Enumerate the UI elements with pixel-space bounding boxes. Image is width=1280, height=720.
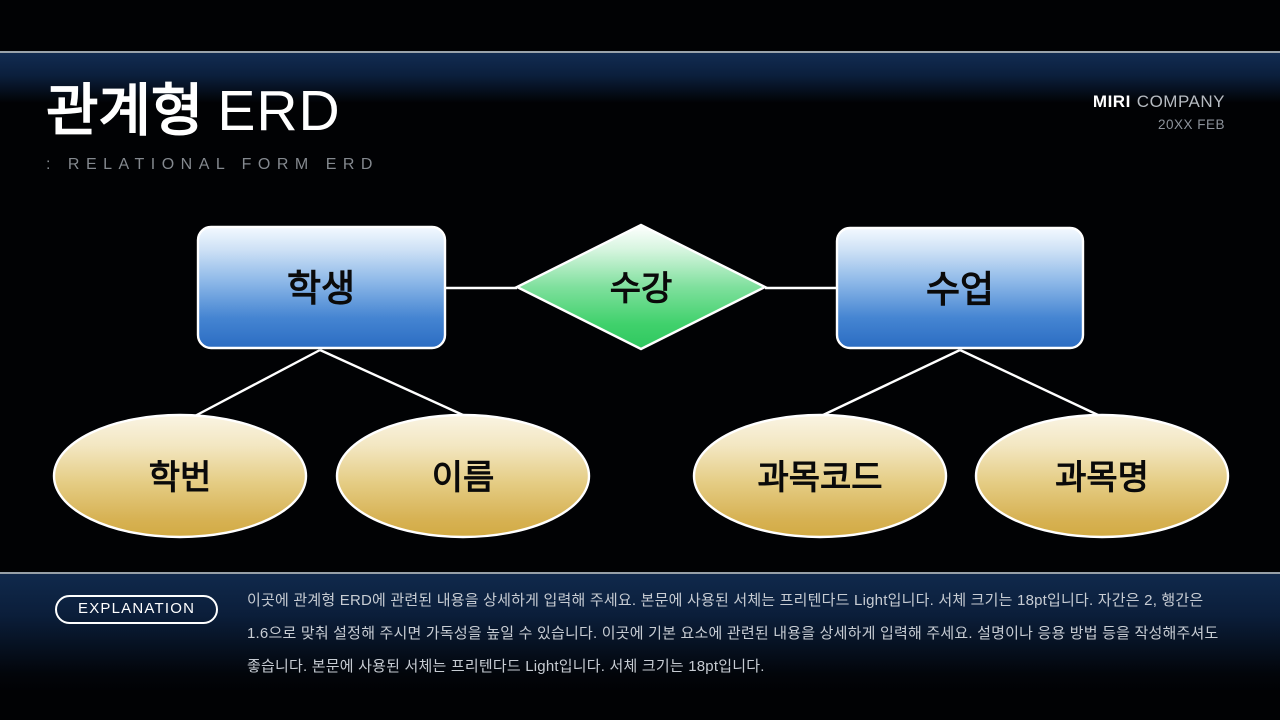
header-gradient-band: [0, 53, 1280, 103]
explanation-line-1: 이곳에 관계형 ERD에 관련된 내용을 상세하게 입력해 주세요. 본문에 사…: [247, 592, 1204, 609]
bottom-divider-line: [0, 572, 1280, 574]
attribute-code-ellipse: [692, 413, 948, 539]
company-block: MIRI COMPANY 20XX FEB: [1093, 92, 1225, 132]
company-name: MIRI COMPANY: [1093, 92, 1225, 112]
slide-date: 20XX FEB: [1157, 117, 1225, 132]
attribute-id-ellipse: [52, 413, 308, 539]
entity-student-box: [196, 225, 447, 350]
attribute-coursename-ellipse: [974, 413, 1230, 539]
explanation-text: 이곳에 관계형 ERD에 관련된 내용을 상세하게 입력해 주세요. 본문에 사…: [247, 584, 1257, 683]
entity-class-label: 수업: [926, 269, 994, 310]
title-korean: 관계형: [46, 79, 204, 143]
line-class-to-code: [820, 348, 961, 418]
attribute-id-label: 학번: [149, 459, 212, 497]
entity-class-box: [835, 226, 1085, 350]
company-name-rest: COMPANY: [1136, 92, 1225, 111]
attribute-coursename-label: 과목명: [1055, 459, 1149, 497]
line-student-to-id: [192, 348, 321, 419]
relationship-label: 수강: [610, 270, 673, 308]
attribute-code-label: 과목코드: [757, 459, 882, 497]
explanation-badge: EXPLANATION: [55, 595, 219, 624]
company-name-bold: MIRI: [1092, 92, 1131, 111]
title-erd: ERD: [217, 79, 341, 143]
attribute-name-label: 이름: [432, 459, 495, 497]
explanation-line-2: 1.6으로 맞춰 설정해 주시면 가독성을 높일 수 있습니다. 이곳에 기본 …: [247, 625, 1219, 642]
page-subtitle: : RELATIONAL FORM ERD: [46, 155, 379, 173]
attribute-name-ellipse: [335, 413, 591, 539]
footer-gradient-band: [0, 574, 1280, 692]
relationship-diamond: [514, 223, 768, 351]
line-student-to-name: [319, 348, 464, 417]
connector-lines: [192, 286, 1099, 419]
top-divider-line: [0, 51, 1280, 53]
entity-student-label: 학생: [287, 268, 355, 309]
line-class-to-coursename: [959, 348, 1099, 417]
explanation-line-3: 좋습니다. 본문에 사용된 서체는 프리텐다드 Light입니다. 서체 크기는…: [247, 658, 765, 675]
